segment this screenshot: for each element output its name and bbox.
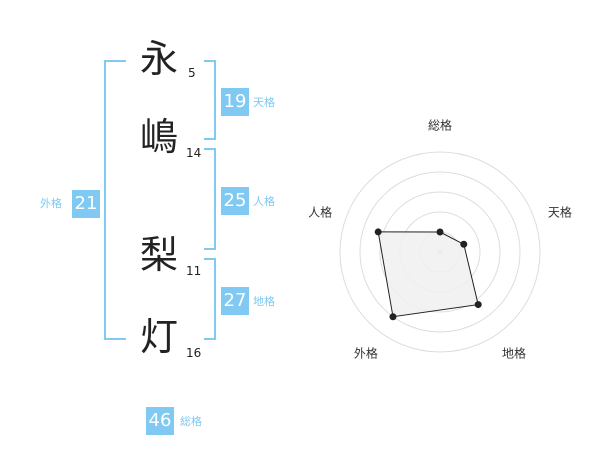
soukaku-label: 総格 [180, 415, 202, 428]
radar-axis-label: 外格 [354, 345, 378, 360]
radar-axis-label: 地格 [502, 345, 526, 360]
radar-data-area [377, 231, 479, 318]
radar-point [374, 228, 382, 236]
tenkaku-label: 天格 [253, 96, 275, 109]
stroke-count-3: 11 [186, 264, 202, 278]
name-char-1: 永 [140, 37, 179, 81]
tenkaku-bracket [204, 60, 216, 140]
radar-point [389, 313, 397, 321]
stroke-count-2: 14 [186, 146, 202, 160]
radar-point [436, 228, 444, 236]
gaikaku-value: 21 [72, 190, 100, 218]
stroke-count-1: 5 [188, 66, 196, 80]
radar-ring [379, 191, 501, 313]
radar-point [474, 301, 482, 309]
tenkaku-value: 19 [221, 88, 249, 116]
jinkaku-bracket [204, 148, 216, 250]
radar-axis-label: 人格 [308, 205, 332, 220]
gaikaku-label: 外格 [40, 197, 62, 210]
name-char-3: 梨 [140, 233, 179, 277]
radar-ring [359, 171, 521, 333]
radar-axis-label: 天格 [548, 205, 572, 220]
radar-axis-label: 総格 [428, 118, 452, 133]
jinkaku-value: 25 [221, 187, 249, 215]
radar-grid [339, 151, 541, 353]
chikaku-value: 27 [221, 287, 249, 315]
radar-ring [339, 151, 541, 353]
gaikaku-bracket [104, 60, 126, 340]
chikaku-bracket [204, 258, 216, 340]
stroke-count-4: 16 [186, 346, 202, 360]
chikaku-label: 地格 [253, 295, 275, 308]
jinkaku-label: 人格 [253, 195, 275, 208]
name-char-4: 灯 [140, 315, 179, 359]
name-char-2: 嶋 [140, 115, 179, 159]
soukaku-value: 46 [146, 407, 174, 435]
radar-point [460, 240, 468, 248]
radar-data-points [374, 228, 482, 321]
